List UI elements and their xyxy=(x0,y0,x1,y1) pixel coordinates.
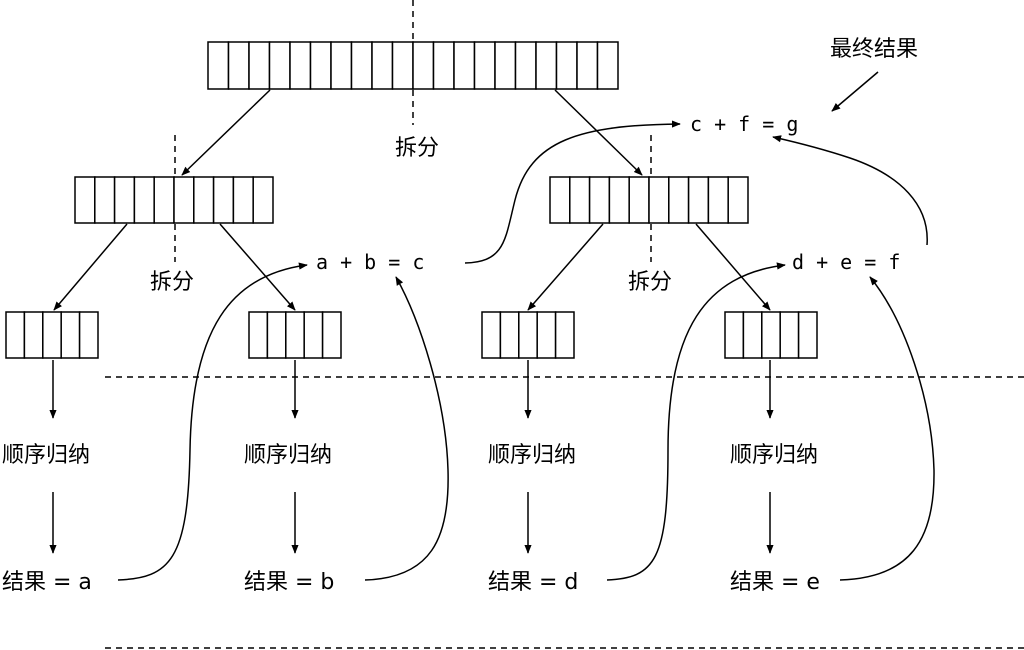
array-cell xyxy=(78,311,99,359)
array-cell xyxy=(94,176,116,224)
split-label-left: 拆分 xyxy=(150,270,194,295)
array-cell xyxy=(648,176,670,224)
combine-curve-f xyxy=(772,135,928,246)
final-result-arrow xyxy=(831,71,879,112)
split-arrow-top-right xyxy=(554,89,643,176)
array-cell xyxy=(499,311,520,359)
combine-curve-a xyxy=(117,262,308,581)
array-left-half xyxy=(74,176,274,224)
array-cell xyxy=(742,311,763,359)
array-cell xyxy=(588,176,611,224)
array-cell xyxy=(227,41,250,90)
array-cell xyxy=(412,41,435,90)
array-cell xyxy=(724,311,745,359)
array-cell xyxy=(687,176,710,224)
array-cell xyxy=(207,41,230,90)
array-cell xyxy=(473,41,496,90)
array-cell xyxy=(536,311,557,359)
combine-curve-c xyxy=(464,120,681,264)
result-d: 结果 = d xyxy=(488,570,578,595)
combine-curve-e xyxy=(839,276,935,581)
result-a: 结果 = a xyxy=(2,570,92,595)
array-quarter-1 xyxy=(5,311,99,359)
sequential-reduce-2: 顺序归纳 xyxy=(244,443,332,468)
array-cell xyxy=(779,311,800,359)
array-cell xyxy=(193,176,215,224)
result-e: 结果 = e xyxy=(730,570,820,595)
array-cell xyxy=(42,311,62,359)
array-cell xyxy=(707,176,729,224)
array-quarter-4 xyxy=(724,311,818,359)
array-cell xyxy=(596,41,619,90)
array-cell xyxy=(330,41,353,90)
split-arrow-left-1 xyxy=(53,223,128,311)
array-cell xyxy=(453,41,476,90)
array-cell xyxy=(350,41,373,90)
split-arrow-right-2 xyxy=(695,223,771,311)
array-cell xyxy=(113,176,136,224)
array-cell xyxy=(173,176,195,224)
array-cell xyxy=(628,176,650,224)
array-cell xyxy=(248,41,271,90)
array-cell xyxy=(668,176,690,224)
split-arrow-right-1 xyxy=(527,223,604,311)
split-label-top: 拆分 xyxy=(395,136,439,161)
equation-left: a + b = c xyxy=(316,250,424,274)
sequential-reduce-3: 顺序归纳 xyxy=(488,443,576,468)
split-label-right: 拆分 xyxy=(628,270,672,295)
array-cell xyxy=(321,311,342,359)
array-cell xyxy=(549,176,571,224)
array-cell xyxy=(74,176,96,224)
final-result-label: 最终结果 xyxy=(830,37,918,62)
array-cell xyxy=(569,176,591,224)
array-cell xyxy=(289,41,312,90)
array-cell xyxy=(797,311,818,359)
array-cell xyxy=(153,176,175,224)
array-cell xyxy=(481,311,502,359)
array-cell xyxy=(248,311,269,359)
array-cell xyxy=(371,41,394,90)
array-cell xyxy=(727,176,749,224)
array-cell xyxy=(60,311,81,359)
array-cell xyxy=(761,311,781,359)
array-cell xyxy=(535,41,558,90)
equation-top: c + f = g xyxy=(690,112,798,136)
combine-curve-d xyxy=(606,262,786,581)
array-cell xyxy=(133,176,155,224)
array-cell xyxy=(514,41,537,90)
array-cell xyxy=(285,311,305,359)
split-arrow-top-left xyxy=(181,89,271,176)
array-cell xyxy=(266,311,287,359)
array-cell xyxy=(576,41,599,90)
array-full xyxy=(207,41,619,90)
array-cell xyxy=(608,176,630,224)
array-cell xyxy=(432,41,455,90)
sequential-reduce-4: 顺序归纳 xyxy=(730,443,818,468)
array-cell xyxy=(252,176,274,224)
array-cell xyxy=(303,311,324,359)
array-cell xyxy=(309,41,332,90)
array-cell xyxy=(23,311,44,359)
array-right-half xyxy=(549,176,749,224)
combine-curve-b xyxy=(364,276,449,581)
equation-right: d + e = f xyxy=(792,250,900,274)
array-cell xyxy=(232,176,254,224)
sequential-reduce-1: 顺序归纳 xyxy=(2,443,90,468)
array-cell xyxy=(391,41,414,90)
array-cell xyxy=(555,41,578,90)
array-quarter-2 xyxy=(248,311,342,359)
split-arrow-left-2 xyxy=(219,223,296,311)
result-b: 结果 = b xyxy=(244,570,334,595)
array-cell xyxy=(5,311,26,359)
array-cell xyxy=(268,41,291,90)
array-cell xyxy=(212,176,235,224)
array-cell xyxy=(518,311,538,359)
array-cell xyxy=(494,41,517,90)
array-quarter-3 xyxy=(481,311,575,359)
array-cell xyxy=(554,311,575,359)
